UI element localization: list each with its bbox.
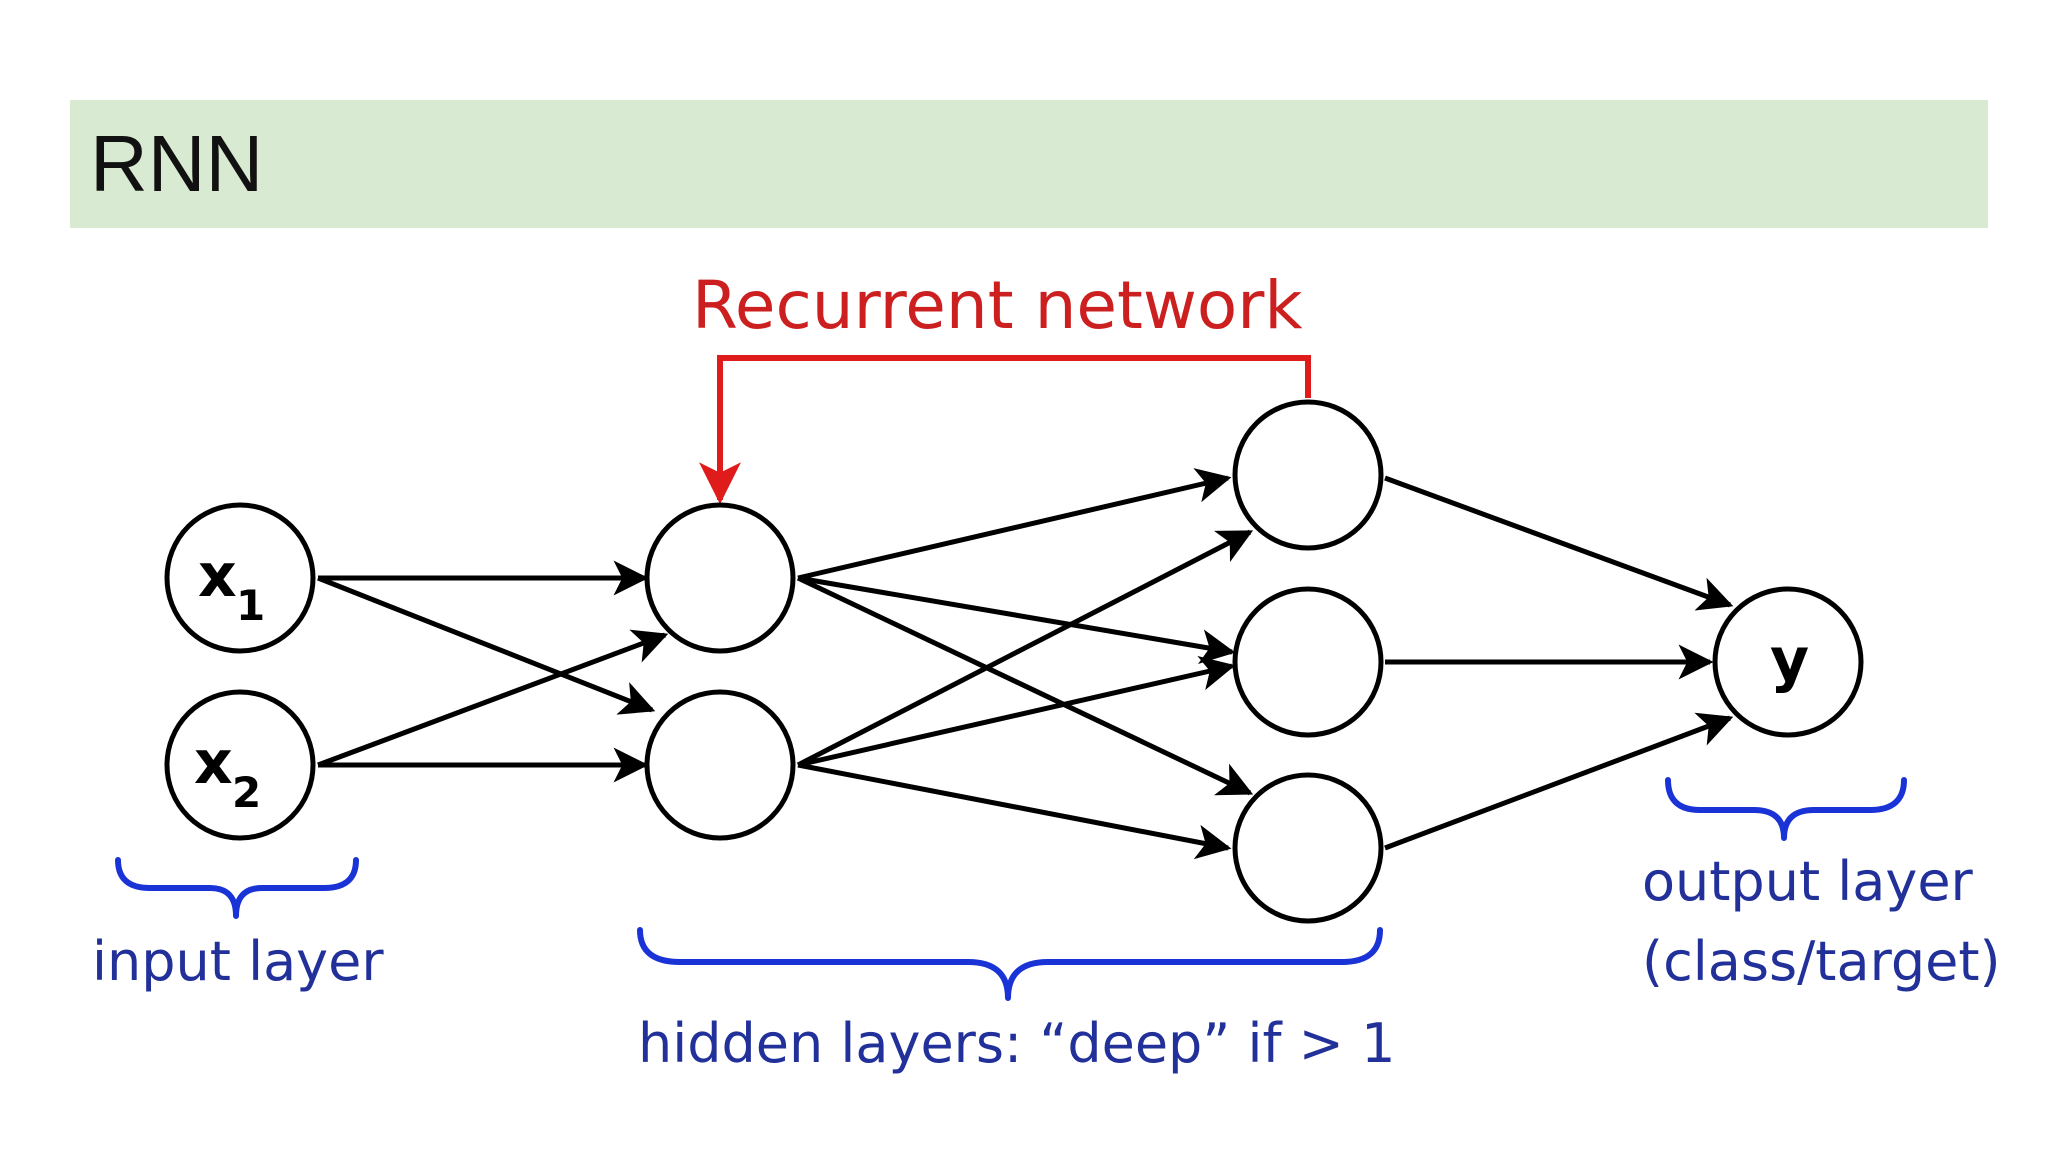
edge-h1b-h2a (796, 529, 1254, 768)
edge-h2a-y (1384, 475, 1734, 611)
input-node-x1 (164, 502, 316, 654)
recurrent-loop-arrow (699, 355, 1311, 505)
edge-x1-h1b (317, 575, 656, 715)
edge-x2-h1a (317, 629, 669, 768)
edge-h1a-h2a (797, 468, 1232, 581)
recurrent-network-label: Recurrent network (692, 267, 1303, 344)
page-title: RNN (90, 119, 264, 208)
output-layer-brace (1665, 777, 1907, 841)
output-node-y (1712, 586, 1864, 738)
edge-h1b-h2b (797, 655, 1236, 768)
hidden-node-2b (1232, 586, 1384, 738)
hidden-layers-brace (637, 927, 1383, 1001)
title-bar: RNN (70, 100, 1988, 228)
hidden-node-1a (644, 502, 796, 654)
output-layer-label: output layer (1642, 850, 1974, 913)
input-layer-brace (115, 857, 359, 919)
input-node-x2-letter: x (194, 728, 233, 798)
hidden-layers-label: hidden layers: “deep” if > 1 (638, 1012, 1395, 1075)
hidden-node-1b (644, 689, 796, 841)
input-node-x2 (164, 689, 316, 841)
edge-h1b-h2c (797, 762, 1232, 860)
input-layer-label: input layer (92, 930, 384, 993)
edge-h2c-y (1384, 712, 1734, 851)
input-node-x2-subscript: 2 (232, 768, 261, 817)
edge-h1a-h2b (797, 575, 1236, 664)
edge-h1a-h2c (796, 575, 1254, 796)
output-node-y-label: y (1770, 625, 1809, 695)
hidden-node-2c (1232, 772, 1384, 924)
input-node-x1-letter: x (198, 541, 237, 611)
input-node-x1-subscript: 1 (236, 581, 265, 630)
hidden-node-2a (1232, 399, 1384, 551)
output-layer-sublabel: (class/target) (1642, 930, 2001, 993)
